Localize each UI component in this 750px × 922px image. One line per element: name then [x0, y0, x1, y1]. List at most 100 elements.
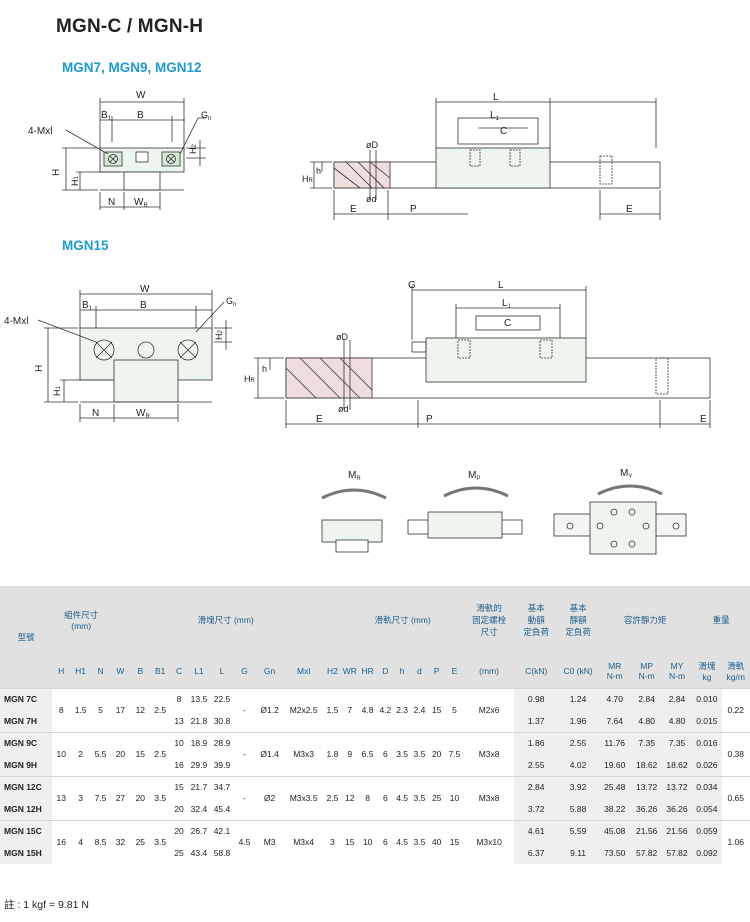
table-cell: 43.4: [190, 848, 208, 858]
table-cell: 57.82: [631, 842, 662, 864]
col-rail: 滑軌尺寸 (mm): [341, 586, 464, 654]
table-cell: M2x2.5: [283, 687, 324, 732]
table-cell: 32: [109, 819, 131, 864]
sub-h: H: [52, 654, 71, 688]
table-cell: 20: [170, 819, 188, 842]
table-cell: MGN 9H: [0, 754, 53, 776]
col-weight: 重量: [692, 586, 750, 654]
sub-p: P: [428, 654, 446, 688]
dim-h-small-label: h: [316, 166, 321, 176]
table-cell: 9.11: [558, 842, 598, 864]
table-cell: 6: [377, 731, 394, 776]
table-cell: -: [233, 775, 256, 820]
col-static-load: 基本 靜額 定負荷: [558, 586, 598, 654]
table-cell: 73.50: [597, 842, 632, 864]
table-cell: 1.5: [323, 687, 342, 732]
table-cell: 3: [323, 819, 342, 864]
table-cell: 5: [91, 687, 110, 732]
table-cell: 21.8: [190, 715, 208, 726]
table-cell: 45.4: [213, 803, 231, 814]
table-cell: M3: [255, 819, 284, 864]
table-cell: MGN 12H: [0, 798, 53, 820]
table-cell: 15: [341, 819, 359, 864]
dim-l1-label-lg: L1: [502, 298, 512, 310]
table-cell: 20: [130, 775, 150, 820]
table-cell: 6: [377, 819, 394, 864]
dim-hr-label-lg: HR: [244, 374, 256, 384]
table-cell: 4.5: [233, 819, 256, 864]
sub-mxl: Mxl: [283, 654, 324, 688]
table-cell: 5.88: [558, 798, 598, 820]
section-title-mgn15: MGN15: [62, 238, 109, 253]
table-cell: 10: [170, 731, 188, 754]
table-cell: 1.86: [514, 731, 559, 754]
sub-e: E: [445, 654, 464, 688]
dim-mxl-label: 4-Mxl: [28, 126, 52, 137]
dim-h2-label: H2: [188, 144, 198, 155]
table-cell: 36.26: [631, 798, 662, 820]
table-cell: 4.70: [597, 687, 632, 710]
table-cell: 20: [428, 731, 446, 776]
dim-p-label: P: [410, 204, 417, 215]
table-cell: 20: [174, 803, 184, 814]
dim-gn-label: Gn: [201, 110, 211, 122]
table-cell: 0.38: [721, 731, 750, 776]
table-cell: 12: [130, 687, 150, 732]
col-block: 滑塊尺寸 (mm): [109, 586, 342, 654]
col-bolt: 滑軌的 固定螺栓 尺寸: [463, 586, 515, 654]
table-cell: M3x3: [283, 731, 324, 776]
dim-small-d-label: ød: [366, 194, 377, 204]
table-cell: 0.015: [692, 710, 722, 732]
table-cell: 2.84: [661, 687, 693, 710]
table-cell: 2.84: [631, 687, 662, 710]
table-cell: 1.24: [558, 687, 598, 710]
sub-l1: L1: [187, 654, 211, 688]
sub-h1: H1: [70, 654, 92, 688]
table-cell: 4.5: [393, 819, 411, 864]
table-cell: 15: [428, 687, 446, 732]
dim-e-right-label: E: [626, 204, 633, 215]
table-cell: 45.08: [597, 819, 632, 842]
table-cell: 13.72: [661, 775, 693, 798]
table-cell: 1.5: [70, 687, 92, 732]
table-cell: M2x6: [463, 687, 515, 732]
table-cell: 18.62: [661, 754, 693, 776]
sub-cdyn: C(kN): [514, 654, 559, 688]
moment-mp-label: MP: [468, 470, 480, 482]
dim-hr-label: HR: [302, 174, 314, 184]
table-cell: 1.96: [558, 710, 598, 732]
sub-d: D: [377, 654, 394, 688]
table-cell: 0.016: [692, 731, 722, 754]
table-cell: 11.76: [597, 731, 632, 754]
dim-h-small-label-lg: h: [262, 364, 267, 374]
table-cell: 0.026: [692, 754, 722, 776]
table-cell: 7.64: [597, 710, 632, 732]
table-cell: 4.61: [514, 819, 559, 842]
table-cell: 58.8: [213, 848, 231, 858]
spec-table: 型號 組件尺寸 (mm) 滑塊尺寸 (mm) 滑軌尺寸 (mm) 滑軌的 固定螺…: [0, 586, 750, 864]
table-cell: 6: [377, 775, 394, 820]
table-cell: M3x8: [463, 731, 515, 776]
dim-l1-label: L1: [490, 110, 500, 122]
table-cell: 4.8: [358, 687, 377, 732]
table-cell: 5.5: [91, 731, 110, 776]
table-cell: 15: [130, 731, 150, 776]
dim-b1-label-lg: B1: [82, 300, 93, 312]
table-cell: -: [233, 687, 256, 732]
col-dynamic-load: 基本 動額 定負荷: [514, 586, 559, 654]
table-cell: 38.22: [597, 798, 632, 820]
table-cell: 34.7: [210, 775, 234, 798]
sub-h2: H2: [323, 654, 342, 688]
sub-l: L: [210, 654, 234, 688]
table-cell: M3x3.5: [283, 775, 324, 820]
table-cell: 15: [170, 775, 188, 798]
dim-small-d-label-lg: ød: [338, 404, 349, 414]
table-cell: 25: [174, 848, 184, 858]
dim-e-left-label-lg: E: [316, 414, 323, 425]
table-cell: 3.5: [149, 819, 171, 864]
